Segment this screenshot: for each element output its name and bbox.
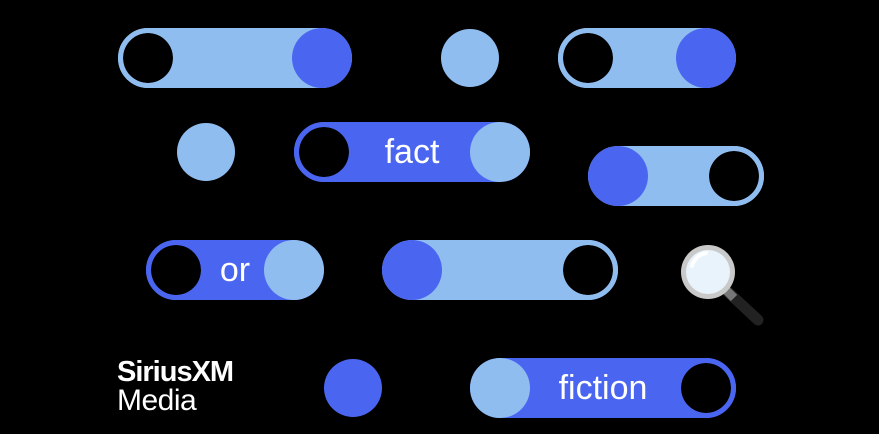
toggle-knob [146,240,206,300]
word-fact: fact [384,133,440,171]
logo-media: Media [117,384,197,417]
toggle-knob [558,28,618,88]
toggle-knob [294,122,354,182]
toggle-circle [292,28,352,88]
logo-siriusxm: SiriusXM [117,356,234,388]
magnifying-glass-icon [681,245,764,326]
word-fiction: fiction [558,369,648,407]
toggle-circle [676,28,736,88]
toggle-knob [558,240,618,300]
circle [441,29,499,87]
toggle-fiction: fiction [470,358,736,418]
toggle-circle [470,358,530,418]
circle [324,359,382,417]
circle [177,123,235,181]
toggle-knob [118,28,178,88]
word-or: or [219,251,251,289]
toggle-circle [470,122,530,182]
toggle-2 [558,28,736,88]
toggle-knob [704,146,764,206]
toggle-4 [382,240,618,300]
toggle-1 [118,28,352,88]
toggle-circle [264,240,324,300]
toggle-circle [382,240,442,300]
toggle-fact: fact [294,122,530,182]
toggle-knob [676,358,736,418]
toggle-or: or [146,240,324,300]
toggle-circle [588,146,648,206]
toggle-3 [588,146,764,206]
